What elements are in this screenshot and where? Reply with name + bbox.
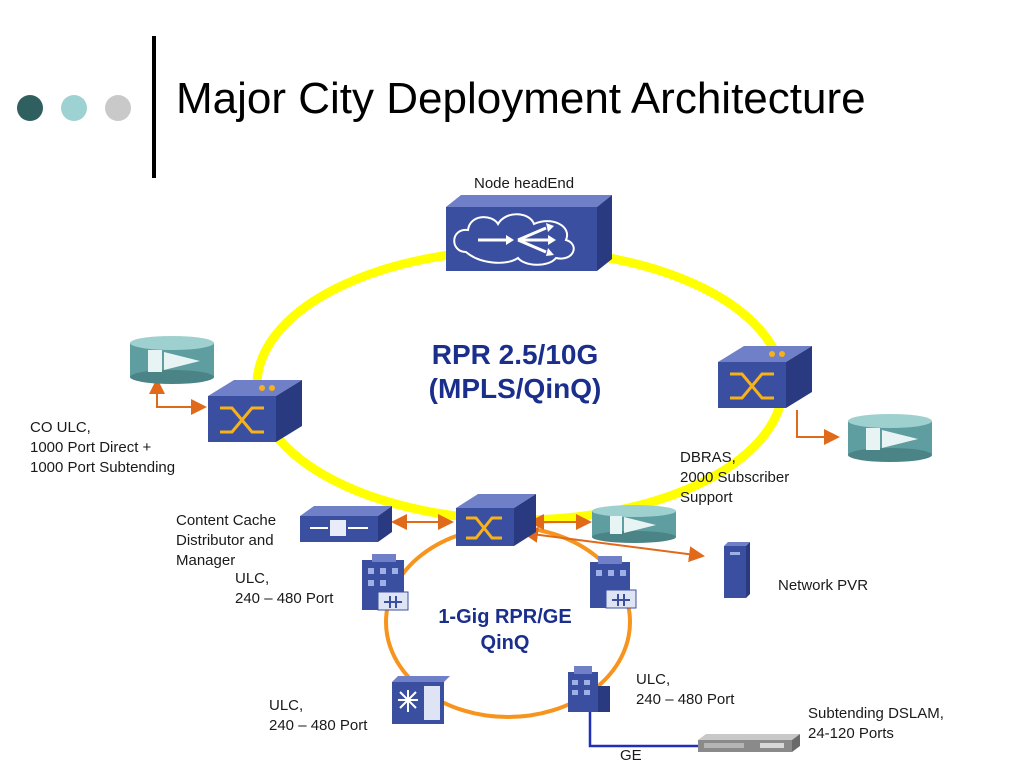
ulc-right-bottom-label-line2: 240 – 480 Port <box>636 691 735 708</box>
dbras-switch <box>718 346 812 408</box>
link-network-pvr <box>522 526 705 563</box>
subtending-dslam-label-line1: Subtending DSLAM, <box>808 705 944 722</box>
ulc-right-top-device <box>590 556 637 609</box>
ulc-right-bottom-label: ULC, 240 – 480 Port <box>636 670 734 710</box>
content-cache-device <box>300 506 392 542</box>
access-ring-label: 1-Gig RPR/GE QinQ <box>410 604 600 656</box>
access-ring-label-line2: QinQ <box>480 632 530 654</box>
link-dbras-router <box>796 410 840 445</box>
co-ulc-switch <box>208 380 302 442</box>
slide-title: Major City Deployment Architecture <box>176 74 866 123</box>
co-ulc-router <box>130 336 214 384</box>
co-ulc-label-line3: 1000 Port Subtending <box>30 459 176 476</box>
ulc-left-bottom-label-line2: 240 – 480 Port <box>269 717 368 734</box>
dbras-router <box>848 414 932 462</box>
ulc-right-bottom-label-line1: ULC, <box>636 671 671 688</box>
header-dot-gray <box>105 95 131 121</box>
ulc-left-bottom-label-line1: ULC, <box>269 697 304 714</box>
network-pvr-label: Network PVR <box>778 577 869 594</box>
node-headend-device <box>446 195 612 271</box>
header-dot-teal <box>61 95 87 121</box>
subtending-dslam-label-line2: 24-120 Ports <box>808 725 894 742</box>
main-ring-label: RPR 2.5/10G (MPLS/QinQ) <box>400 338 630 406</box>
ulc-left-top-label: ULC, 240 – 480 Port <box>235 569 333 609</box>
link-co-ulc-router <box>149 378 207 415</box>
dbras-label-line2: 2000 Subscriber <box>680 469 790 486</box>
hub-switch <box>456 494 536 546</box>
header-divider <box>152 36 156 178</box>
content-cache-label: Content Cache Distributor and Manager <box>176 511 276 571</box>
node-headend-label: Node headEnd <box>474 175 575 192</box>
ge-link-label: GE <box>620 747 642 764</box>
ulc-left-bottom-device <box>392 676 450 724</box>
ulc-right-bottom-device <box>568 666 610 712</box>
link-ge-dslam <box>588 712 698 748</box>
subtending-dslam-label: Subtending DSLAM, 24-120 Ports <box>808 704 944 744</box>
content-cache-label-line2: Distributor and <box>176 532 274 549</box>
main-ring-label-line1: RPR 2.5/10G <box>431 339 599 370</box>
co-ulc-label-line1: CO ULC, <box>30 419 91 436</box>
co-ulc-label: CO ULC, 1000 Port Direct + 1000 Port Sub… <box>30 418 175 478</box>
ulc-left-bottom-label: ULC, 240 – 480 Port <box>269 696 367 736</box>
network-pvr-device <box>724 542 750 598</box>
co-ulc-label-line2: 1000 Port Direct + <box>30 439 152 456</box>
dbras-label-line1: DBRAS, <box>680 449 736 466</box>
main-ring-label-line2: (MPLS/QinQ) <box>428 373 602 404</box>
content-cache-label-line1: Content Cache <box>176 512 277 529</box>
ulc-left-top-label-line2: 240 – 480 Port <box>235 590 334 607</box>
subtending-dslam-device <box>698 734 800 752</box>
ulc-left-top-device <box>362 554 409 611</box>
ulc-left-top-label-line1: ULC, <box>235 570 270 587</box>
header-dot-dark <box>17 95 43 121</box>
hub-router <box>592 505 676 543</box>
content-cache-label-line3: Manager <box>176 552 236 569</box>
dbras-label: DBRAS, 2000 Subscriber Support <box>680 448 789 508</box>
dbras-label-line3: Support <box>680 489 733 506</box>
access-ring-label-line1: 1-Gig RPR/GE <box>438 606 572 628</box>
